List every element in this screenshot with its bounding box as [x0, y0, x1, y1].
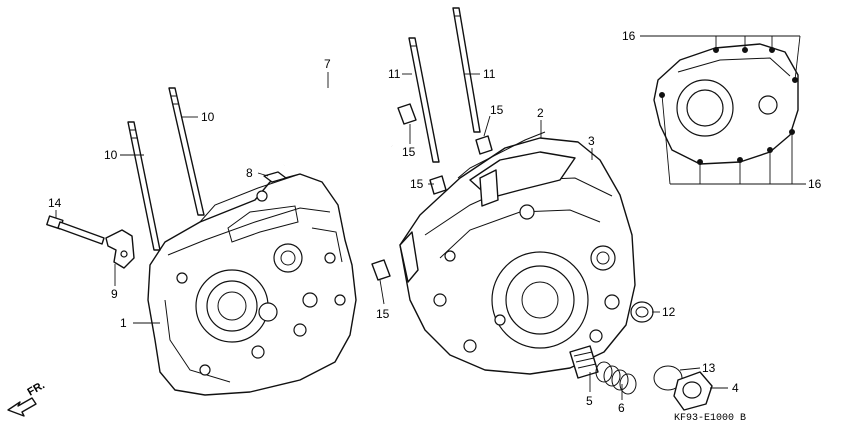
- callout-15-top: 15: [402, 145, 416, 159]
- callout-5: 5: [586, 394, 593, 408]
- callout-11-left: 11: [388, 67, 401, 81]
- callout-6: 6: [618, 401, 625, 415]
- breather-tube-7: [282, 88, 394, 166]
- front-direction-arrow: FR.: [7, 379, 47, 417]
- leader-lines: [55, 35, 806, 400]
- callout-3: 3: [588, 134, 595, 148]
- oil-seal-12: [630, 301, 654, 323]
- callout-15-middle: 15: [410, 177, 424, 191]
- crankcase-inset: [653, 43, 799, 165]
- callout-2: 2: [537, 106, 544, 120]
- spring-6: [595, 361, 637, 395]
- stud-bolts-11: [408, 7, 481, 163]
- callout-1: 1: [120, 316, 127, 330]
- diagram-code: KF93-E1000 B: [674, 413, 746, 424]
- callout-8: 8: [246, 166, 253, 180]
- oil-strainer-5: [569, 345, 599, 379]
- dowel-pins-15: [371, 103, 493, 281]
- callout-4: 4: [732, 381, 739, 395]
- callout-10-left: 10: [104, 148, 118, 162]
- direction-label: FR.: [26, 379, 47, 398]
- clip-8: [263, 171, 287, 183]
- callout-15-bottom: 15: [376, 307, 390, 321]
- callout-16-top: 16: [622, 29, 636, 43]
- callout-16-bottom: 16: [808, 177, 822, 191]
- callout-11-right: 11: [483, 67, 496, 81]
- callout-12: 12: [662, 305, 676, 319]
- callout-9: 9: [111, 287, 118, 301]
- callout-14: 14: [48, 196, 62, 210]
- drain-cap-4: [673, 371, 713, 411]
- right-crankcase: [399, 131, 636, 375]
- callout-15-right: 15: [490, 103, 504, 117]
- callout-labels: 1 2 3 4 5 6 7 8 9 10 10 11 11 12 13 14 1…: [48, 29, 822, 415]
- bracket-9: [105, 229, 135, 269]
- bolt-14: [46, 215, 105, 245]
- callout-10-right: 10: [201, 110, 215, 124]
- callout-7: 7: [324, 57, 331, 71]
- callout-13: 13: [702, 361, 716, 375]
- stud-bolts-10: [127, 87, 205, 251]
- left-crankcase: [147, 173, 357, 396]
